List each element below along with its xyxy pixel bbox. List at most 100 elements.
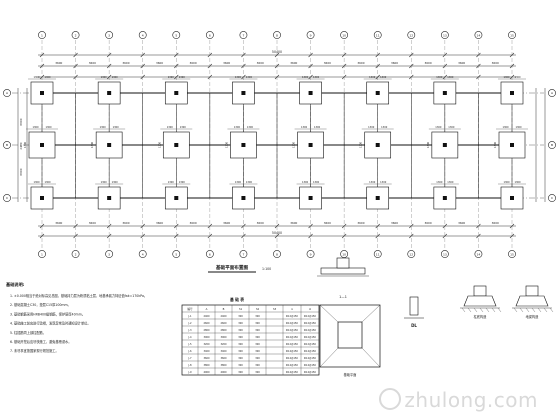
detail-plan-label: 基础平面 <box>344 372 357 377</box>
column-stub <box>40 196 44 200</box>
detail-plan-diag <box>319 347 339 368</box>
table-cell: Φ12@150 <box>304 343 316 346</box>
axis-label-bottom: 2 <box>75 252 77 256</box>
detail-hatch <box>537 307 542 313</box>
axis-bubble-left <box>3 194 11 202</box>
axis-bubble-top <box>138 31 147 39</box>
footing-dim-text: 1300 <box>24 141 27 148</box>
axis-label-top: 1 <box>41 33 43 37</box>
table-cell: J-7 <box>187 357 191 360</box>
detail-footing <box>515 295 549 307</box>
table-cell: Φ12@150 <box>304 322 316 325</box>
detail-hatch <box>473 307 478 313</box>
side-dimension: 2400 <box>19 142 23 149</box>
axis-label-top: 15 <box>510 33 514 37</box>
span-dimension-bottom: 3600 <box>458 221 465 225</box>
footing-dim-text: 1300 <box>368 126 375 129</box>
column-stub <box>107 91 112 95</box>
span-dimension-bottom: 3600 <box>122 221 129 225</box>
axis-bubble-bottom <box>474 250 483 258</box>
axis-bubble-bottom <box>105 250 114 258</box>
footing-dim-text: 1300 <box>225 141 228 148</box>
table-cell: Φ12@150 <box>304 315 316 318</box>
footing-dim-text: 1300 <box>168 76 175 79</box>
footing-dim-text: 1300 <box>293 141 296 148</box>
footing-dim-text: 1300 <box>179 76 186 79</box>
column-stub <box>40 143 44 147</box>
table-cell: 3400 <box>220 350 227 353</box>
footing-dim-text: 1300 <box>235 76 242 79</box>
footing-dim-text: 1300 <box>313 76 320 79</box>
span-dimension-top: 3600 <box>492 61 499 65</box>
column-stub <box>40 91 44 95</box>
ground-beam-detail: 地梁构造 <box>512 285 554 319</box>
table-header-cell: h3 <box>273 307 277 311</box>
table-cell: Φ14@150 <box>304 364 316 367</box>
footing-dim-text: 1300 <box>101 76 108 79</box>
span-dimension-bottom: 3600 <box>492 221 499 225</box>
span-dimension-top: 3600 <box>357 61 364 65</box>
span-dimension-bottom: 3600 <box>223 221 230 225</box>
axis-bubble-top <box>306 31 315 39</box>
table-cell: Φ14@150 <box>304 371 316 374</box>
table-cell: 300 <box>238 322 243 325</box>
column-base-detail: 柱底构造 <box>460 285 502 319</box>
table-cell: 3200 <box>220 343 227 346</box>
column-stub <box>375 91 380 95</box>
notes-line: 1. ±0.000相当于绝对标高见总图，基础持力层为粉质粘土层，地基承载力特征值… <box>10 293 147 298</box>
span-dimension-bottom: 3600 <box>89 221 96 225</box>
footing-dim-text: 1300 <box>514 181 521 184</box>
axis-label-top: 13 <box>443 33 447 37</box>
footing-dim-text: 1300 <box>447 76 454 79</box>
detail-plan-diag <box>361 304 381 323</box>
footing-dim-text: 1300 <box>45 126 52 129</box>
span-dimension-bottom: 3600 <box>257 221 264 225</box>
footing-dim-text: 1300 <box>247 126 254 129</box>
axis-bubble-top <box>373 31 382 39</box>
axis-label-bottom: 14 <box>477 252 481 256</box>
lower-details: 基础说明:1. ±0.000相当于绝对标高见总图，基础持力层为粉质粘土层，地基承… <box>5 257 554 377</box>
column-stub <box>174 143 179 147</box>
span-dimension-top: 3600 <box>290 61 297 65</box>
axis-label-top: 7 <box>242 33 244 37</box>
detail-hatch <box>543 307 548 313</box>
footing-dim-text: 1300 <box>113 126 120 129</box>
table-cell: 3800 <box>220 364 227 367</box>
table-cell: 300 <box>238 364 243 367</box>
table-cell: 300 <box>255 364 260 367</box>
detail-hatch <box>491 307 496 313</box>
footing-dim-text: 1300 <box>380 76 387 79</box>
footing-dim-text: 1300 <box>436 181 443 184</box>
table-cell: 300 <box>255 343 260 346</box>
footing-dim-text: 1300 <box>503 76 510 79</box>
table-cell: 3400 <box>203 350 210 353</box>
column-stub <box>442 196 447 200</box>
table-cell: 3600 <box>203 357 210 360</box>
axis-bubble-top <box>440 31 449 39</box>
footing-dim-text: 1300 <box>44 181 51 184</box>
span-dimension-bottom: 3600 <box>156 221 163 225</box>
axis-bubble-right <box>548 194 556 202</box>
axis-bubble-bottom <box>239 250 248 258</box>
span-dimension-bottom: 3600 <box>55 221 62 225</box>
detail-footing <box>463 295 497 307</box>
column-stub <box>308 143 313 147</box>
watermark-text: zhulong.com <box>404 388 538 412</box>
footing-dim-text: 1300 <box>100 126 107 129</box>
table-cell: 300 <box>238 357 243 360</box>
detail-caption: 柱底构造 <box>474 314 488 319</box>
table-cell: J-6 <box>187 350 191 353</box>
axis-label-top: 9 <box>310 33 312 37</box>
detail-column <box>525 285 539 297</box>
column-stub <box>107 196 112 200</box>
axis-label-top: 2 <box>75 33 77 37</box>
span-dimension-top: 3600 <box>55 61 62 65</box>
